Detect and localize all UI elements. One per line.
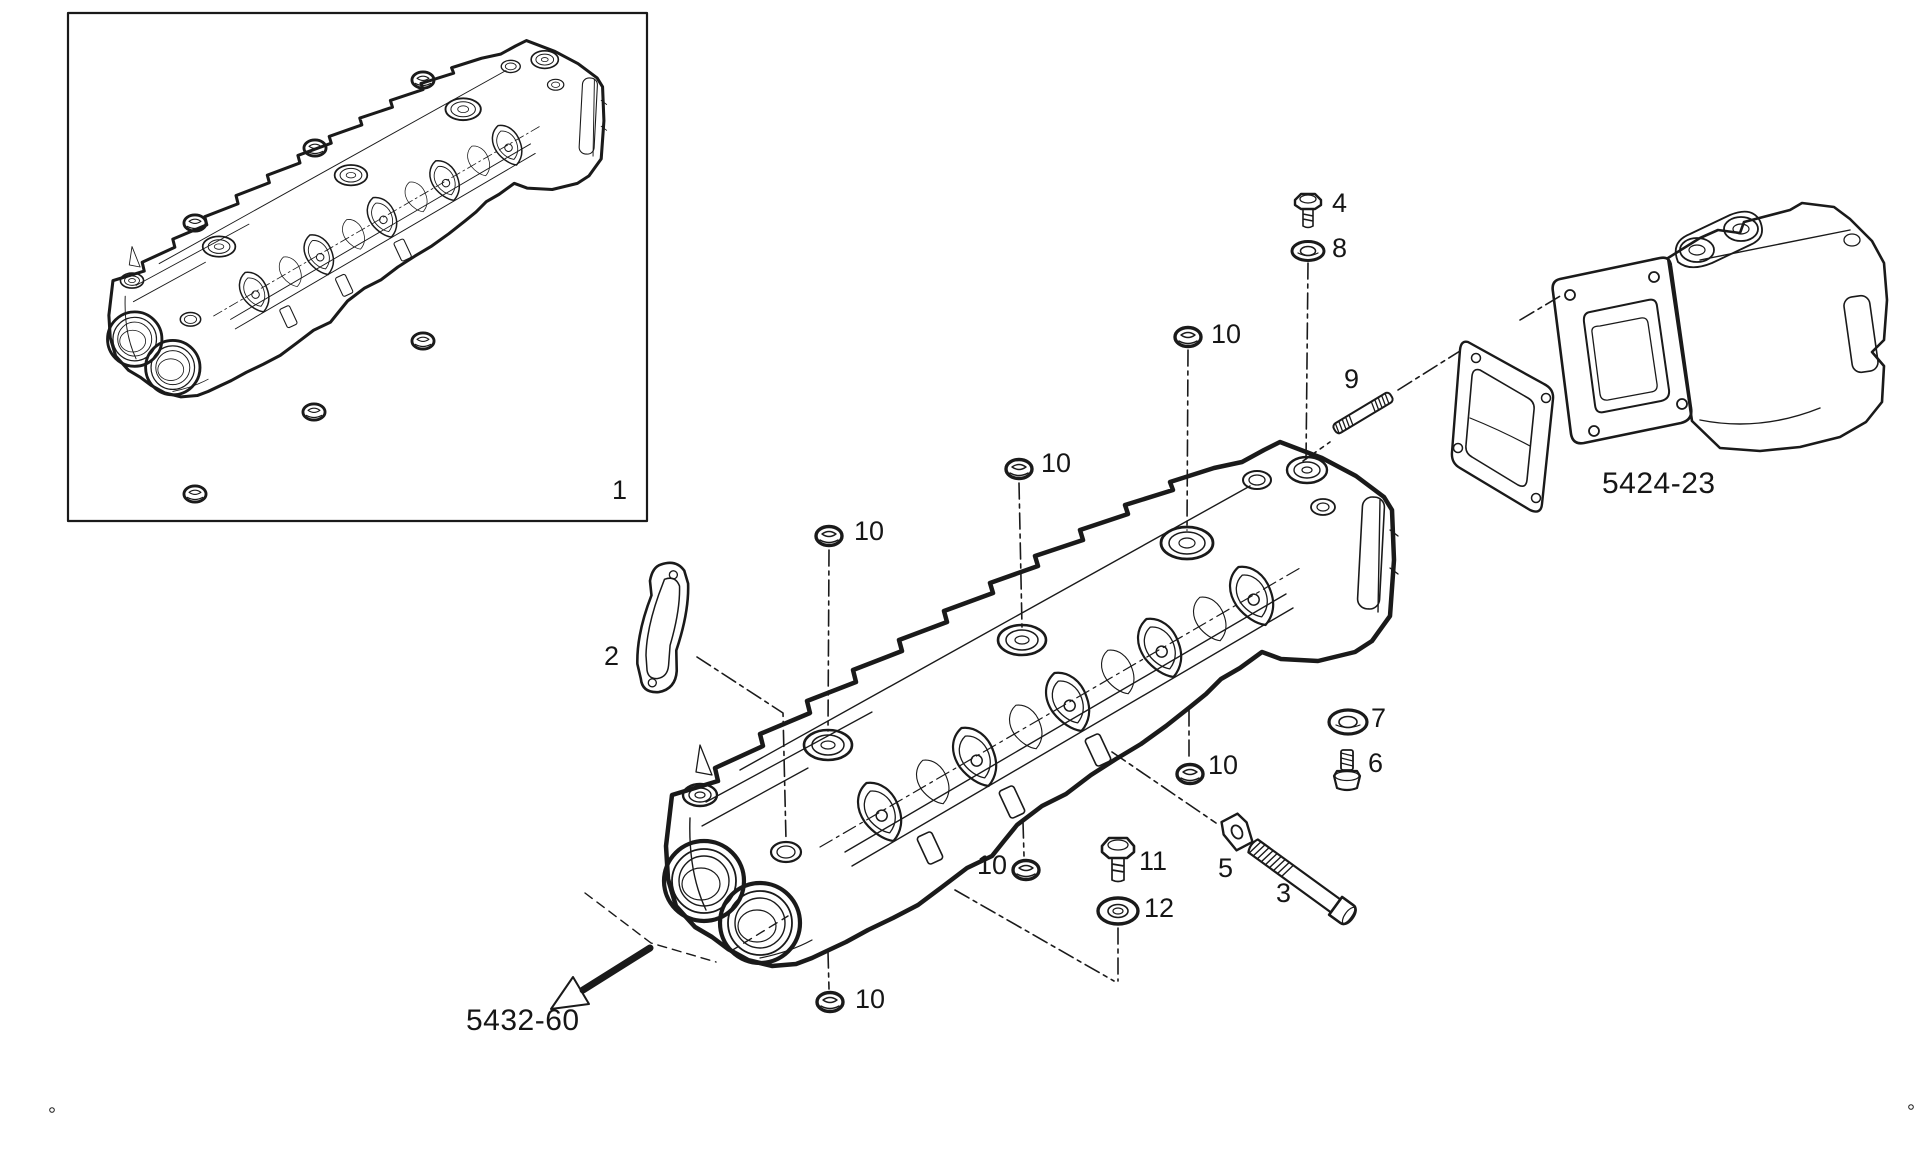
page-mark-right: [1908, 1104, 1914, 1110]
page-mark-left: [49, 1107, 55, 1113]
mounting-face-projection: [584, 892, 789, 963]
washer-icon-12: [1096, 896, 1140, 926]
callout-1: 1: [612, 475, 628, 505]
callout-6: 6: [1368, 748, 1384, 778]
callout-9: 9: [1344, 364, 1360, 394]
callout-10d: 10: [1208, 750, 1239, 780]
screw-icon-6: [1332, 749, 1362, 792]
elbow-bracket: [1674, 210, 1861, 269]
callout-12: 12: [1144, 893, 1175, 923]
inset-seal-nuts: [182, 70, 436, 504]
washer-icon-7: [1327, 708, 1369, 736]
callout-2: 2: [604, 641, 620, 671]
callout-10e: 10: [977, 850, 1008, 880]
detail-view-reference: 5432-60: [466, 1004, 580, 1037]
connecting-group-reference: 5424-23: [1602, 467, 1716, 500]
inset-detail-box: [66, 11, 649, 523]
connector-elbow: [1551, 201, 1889, 453]
callout-7: 7: [1371, 703, 1387, 733]
callout-10b: 10: [1041, 448, 1072, 478]
elbow-flange: [1551, 256, 1693, 445]
callout-4: 4: [1332, 188, 1348, 218]
bolt-icon-3: [1247, 838, 1357, 926]
elbow-gasket: [1450, 340, 1555, 513]
callout-10f: 10: [855, 984, 886, 1014]
callout-10c: 10: [854, 516, 885, 546]
inset-manifold: [108, 41, 607, 397]
callout-10a: 10: [1211, 319, 1242, 349]
detail-direction-arrow: [550, 944, 654, 1010]
gasket-icon-2: [636, 561, 690, 694]
callout-11: 11: [1139, 846, 1168, 876]
callout-3: 3: [1276, 878, 1292, 908]
bolt-icon-4: [1293, 192, 1323, 229]
callout-5: 5: [1218, 853, 1234, 883]
leader-lines: [696, 262, 1563, 990]
washer-icon-8: [1290, 240, 1326, 262]
callout-8: 8: [1332, 233, 1348, 263]
bolt-icon-11: [1100, 836, 1136, 883]
stud-icon-9: [1332, 391, 1394, 435]
